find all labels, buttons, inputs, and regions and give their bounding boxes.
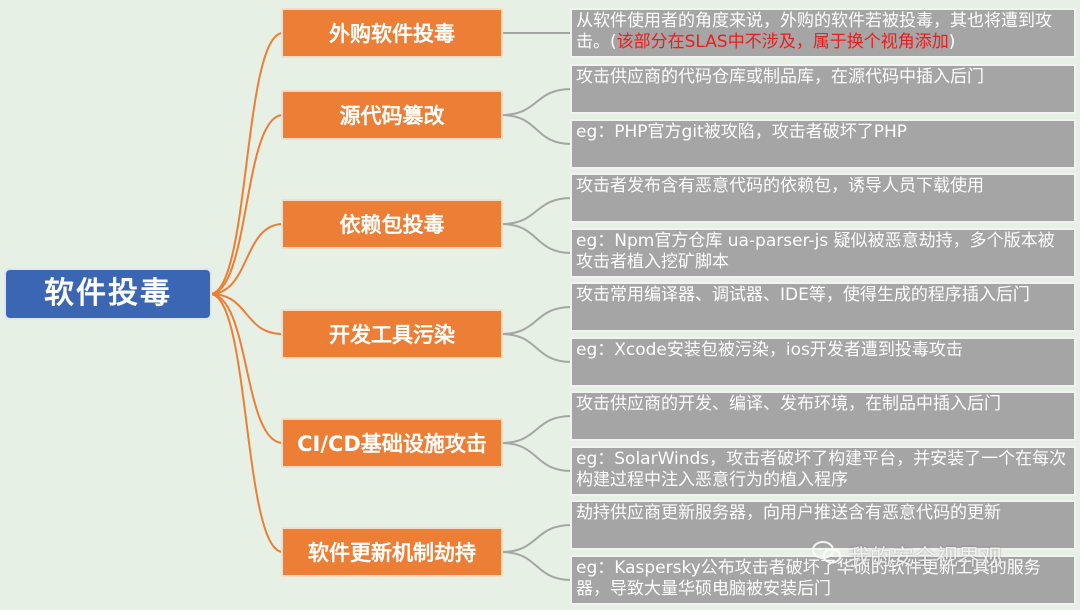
leaf-source-description: 攻击供应商的代码仓库或制品库，在源代码中插入后门 xyxy=(572,66,1074,112)
root-connector-2 xyxy=(209,223,284,295)
root-connector-0 xyxy=(209,32,284,295)
leaf-connector-5-1 xyxy=(500,551,573,581)
leaf-outsourced-suffix: ) xyxy=(948,32,956,52)
leaf-connector-1-0 xyxy=(500,88,573,116)
root-connector-3 xyxy=(209,293,284,335)
branch-cicd-infrastructure-attack: CI/CD基础设施攻击 xyxy=(283,420,501,466)
leaf-source-example: eg：PHP官方git被攻陷，攻击者破坏了PHP xyxy=(572,121,1074,167)
leaf-outsourced-text: 从软件使用者的角度来说，外购的软件若被投毒，其也将遭到攻击。( xyxy=(576,11,1052,52)
leaf-cicd-example: eg：SolarWinds，攻击者破坏了构建平台，并安装了一个在每次构建过程中注… xyxy=(572,448,1074,494)
leaf-connector-5-0 xyxy=(500,524,573,553)
wechat-icon xyxy=(812,540,842,572)
leaf-tool-description: 攻击常用编译器、调试器、IDE等，使得生成的程序插入后门 xyxy=(572,284,1074,330)
watermark: 我的安全视界观 xyxy=(812,540,1002,572)
leaf-dependency-description: 攻击者发布含有恶意代码的依赖包，诱导人员下载使用 xyxy=(572,175,1074,221)
branch-dev-tool-pollution: 开发工具污染 xyxy=(283,311,501,357)
branch-source-code-tampering: 源代码篡改 xyxy=(283,92,501,138)
watermark-text: 我的安全视界观 xyxy=(848,546,1003,571)
leaf-connector-2-1 xyxy=(500,223,573,254)
root-connector-4 xyxy=(209,293,284,444)
root-node-software-poisoning: 软件投毒 xyxy=(6,270,210,318)
leaf-connector-2-0 xyxy=(500,197,573,225)
leaf-connector-1-1 xyxy=(500,114,573,145)
leaf-connector-4-0 xyxy=(500,415,573,444)
leaf-connector-3-1 xyxy=(500,333,573,363)
branch-outsourced-software-poisoning: 外购软件投毒 xyxy=(283,10,501,56)
leaf-update-example: eg：Kaspersky公布攻击者破坏了华硕的软件更新工具的服务器，导致大量华硕… xyxy=(572,557,1074,603)
branch-dependency-poisoning: 依赖包投毒 xyxy=(283,201,501,247)
leaf-connector-3-0 xyxy=(500,306,573,335)
leaf-connector-4-1 xyxy=(500,442,573,472)
leaf-dependency-example: eg：Npm官方仓库 ua-parser-js 疑似被恶意劫持，多个版本被攻击者… xyxy=(572,230,1074,276)
branch-update-hijacking: 软件更新机制劫持 xyxy=(283,529,501,575)
leaf-cicd-description: 攻击供应商的开发、编译、发布环境，在制品中插入后门 xyxy=(572,393,1074,439)
leaf-outsourced-note: 该部分在SLAS中不涉及，属于换个视角添加 xyxy=(616,32,949,52)
leaf-outsourced-description: 从软件使用者的角度来说，外购的软件若被投毒，其也将遭到攻击。(该部分在SLAS中… xyxy=(572,10,1074,56)
leaf-tool-example: eg：Xcode安装包被污染，ios开发者遭到投毒攻击 xyxy=(572,339,1074,385)
root-connector-5 xyxy=(209,293,284,553)
leaf-update-description: 劫持供应商更新服务器，向用户推送含有恶意代码的更新 xyxy=(572,502,1074,548)
root-connector-1 xyxy=(209,114,284,295)
